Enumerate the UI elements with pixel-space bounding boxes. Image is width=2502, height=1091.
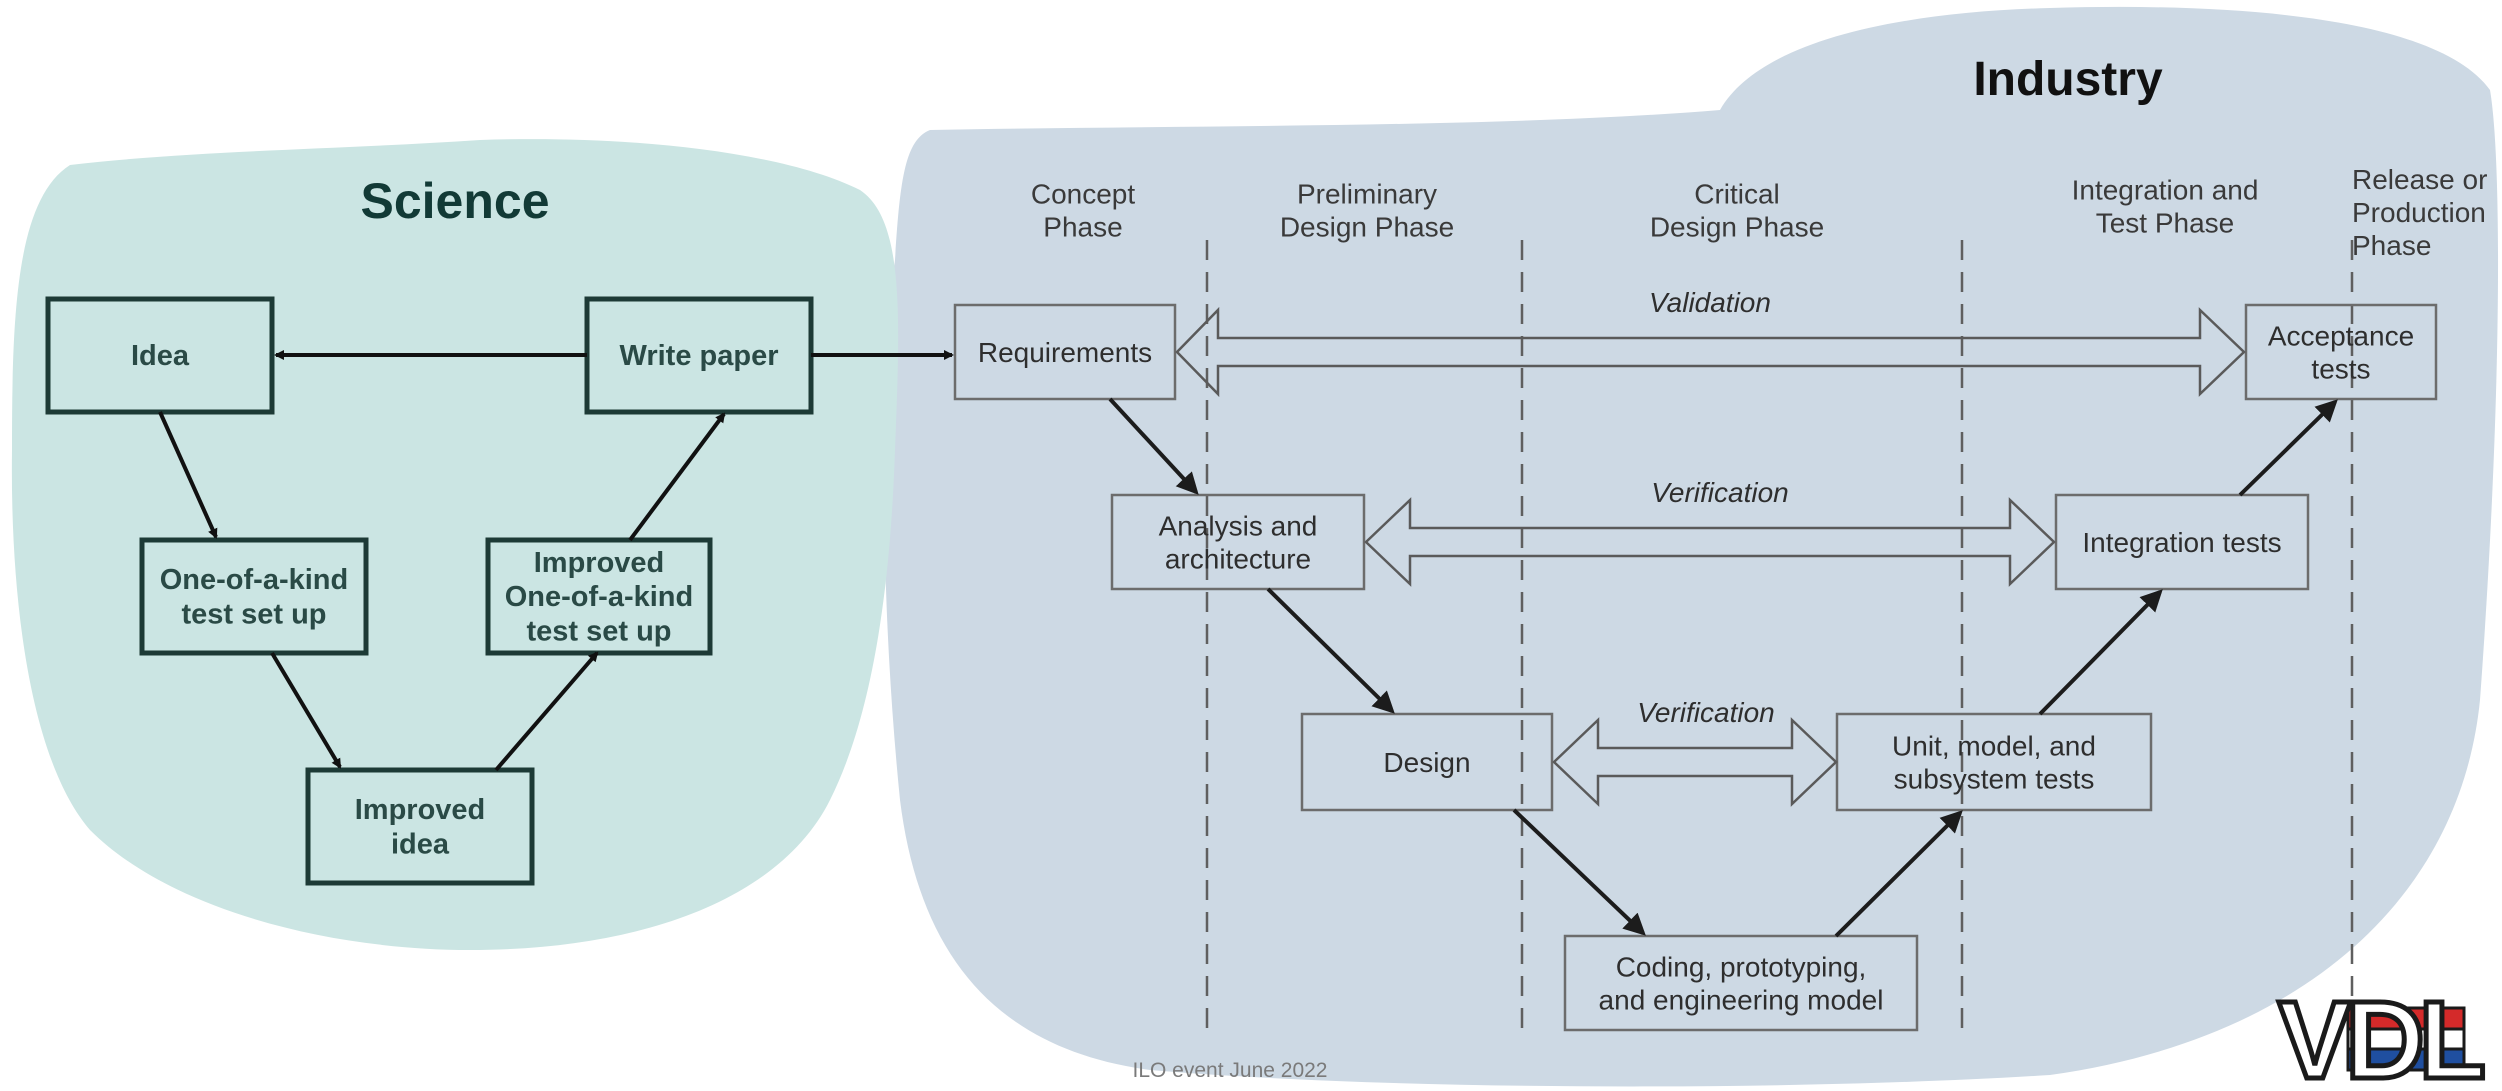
coding-box xyxy=(1563,934,1919,1032)
footer-text: ILO event June 2022 xyxy=(1133,1059,1328,1082)
arrow-analysis-to-design xyxy=(1266,587,1395,714)
phase-integration-line: Test Phase xyxy=(2096,207,2235,238)
phase-release-line: Release or xyxy=(2352,164,2487,195)
arrow-coding-to-unit xyxy=(1834,810,1963,938)
one-of-a-kind-box xyxy=(139,537,369,656)
science-title: Science xyxy=(360,173,549,229)
arrow-integration-to-acceptance xyxy=(2238,399,2338,497)
arrow-unit-to-integration xyxy=(2038,589,2163,716)
improved-one-of-a-kind-label-line: Improved xyxy=(534,547,665,579)
acceptance-tests-label-line: tests xyxy=(2311,353,2370,384)
improved-one-of-a-kind-label-line: One-of-a-kind xyxy=(505,581,694,613)
science-region xyxy=(11,139,899,951)
integration-tests-label: Integration tests xyxy=(2082,527,2281,558)
coding-label: Coding, prototyping,and engineering mode… xyxy=(1599,951,1884,1015)
improved-one-of-a-kind-box xyxy=(485,537,713,656)
phase-critical-line: Design Phase xyxy=(1650,211,1824,242)
improved-one-of-a-kind-label-line: test set up xyxy=(526,615,671,647)
phase-release-line: Phase xyxy=(2352,230,2431,261)
coding-label-line: Coding, prototyping, xyxy=(1616,951,1867,982)
vdl-logo: VDL xyxy=(2276,977,2492,1091)
integration-tests-box xyxy=(2054,493,2310,591)
validation-label: Validation xyxy=(1649,287,1771,318)
coding-label-line: and engineering model xyxy=(1599,984,1884,1015)
analysis-box xyxy=(1110,493,1366,591)
idea-label-line: Idea xyxy=(131,340,190,372)
unit-tests-label-line: subsystem tests xyxy=(1894,763,2095,794)
phase-preliminary-line: Preliminary xyxy=(1297,178,1437,209)
verification-bottom-label: Verification xyxy=(1637,697,1774,728)
requirements-label-line: Requirements xyxy=(978,337,1152,368)
improved-idea-box xyxy=(305,767,535,886)
arrow-design-to-coding xyxy=(1512,808,1646,936)
arrow-improvedidea-to-improvedone xyxy=(494,651,599,772)
phase-preliminary-line: Design Phase xyxy=(1280,211,1454,242)
arrow-requirements-to-analysis xyxy=(1108,397,1199,495)
phase-concept-line: Phase xyxy=(1043,211,1122,242)
arrow-idea-to-oneofakind xyxy=(158,411,218,539)
design-box xyxy=(1300,712,1554,812)
one-of-a-kind-label-line: test set up xyxy=(181,598,326,630)
verification-top-label: Verification xyxy=(1651,477,1788,508)
write-paper-label-line: Write paper xyxy=(619,340,778,372)
verification-top-double-arrow xyxy=(1364,497,2056,587)
verification-bottom-double-arrow xyxy=(1552,717,1838,807)
vdl-flag-stripe xyxy=(2346,1047,2466,1072)
vdl-logo-text: VDL xyxy=(2278,979,2483,1091)
unit-tests-label-line: Unit, model, and xyxy=(1892,730,2096,761)
idea-label: Idea xyxy=(131,340,190,372)
phase-release-line: Production xyxy=(2352,197,2486,228)
phase-critical-line: Critical xyxy=(1694,178,1780,209)
integration-tests-label-line: Integration tests xyxy=(2082,527,2281,558)
write-paper-label: Write paper xyxy=(619,340,778,372)
one-of-a-kind-label-line: One-of-a-kind xyxy=(160,564,349,596)
acceptance-tests-box xyxy=(2244,303,2438,401)
acceptance-tests-label-line: Acceptance xyxy=(2268,320,2414,351)
analysis-label-line: architecture xyxy=(1165,543,1311,574)
requirements-box xyxy=(953,303,1177,401)
design-label: Design xyxy=(1383,747,1470,778)
validation-double-arrow xyxy=(1175,306,2246,398)
improved-idea-label-line: Improved xyxy=(355,794,486,826)
industry-region xyxy=(884,6,2499,1087)
phase-concept-line: Concept xyxy=(1031,178,1136,209)
phase-integration-line: Integration and xyxy=(2072,174,2259,205)
improved-idea-label-line: idea xyxy=(391,828,450,860)
design-label-line: Design xyxy=(1383,747,1470,778)
requirements-label: Requirements xyxy=(978,337,1152,368)
vdl-flag xyxy=(2346,1006,2466,1072)
arrow-oneofakind-to-improvedidea xyxy=(270,651,342,769)
arrow-improvedone-to-writepaper xyxy=(628,412,726,542)
analysis-label-line: Analysis and xyxy=(1159,510,1318,541)
industry-title: Industry xyxy=(1973,53,2163,106)
